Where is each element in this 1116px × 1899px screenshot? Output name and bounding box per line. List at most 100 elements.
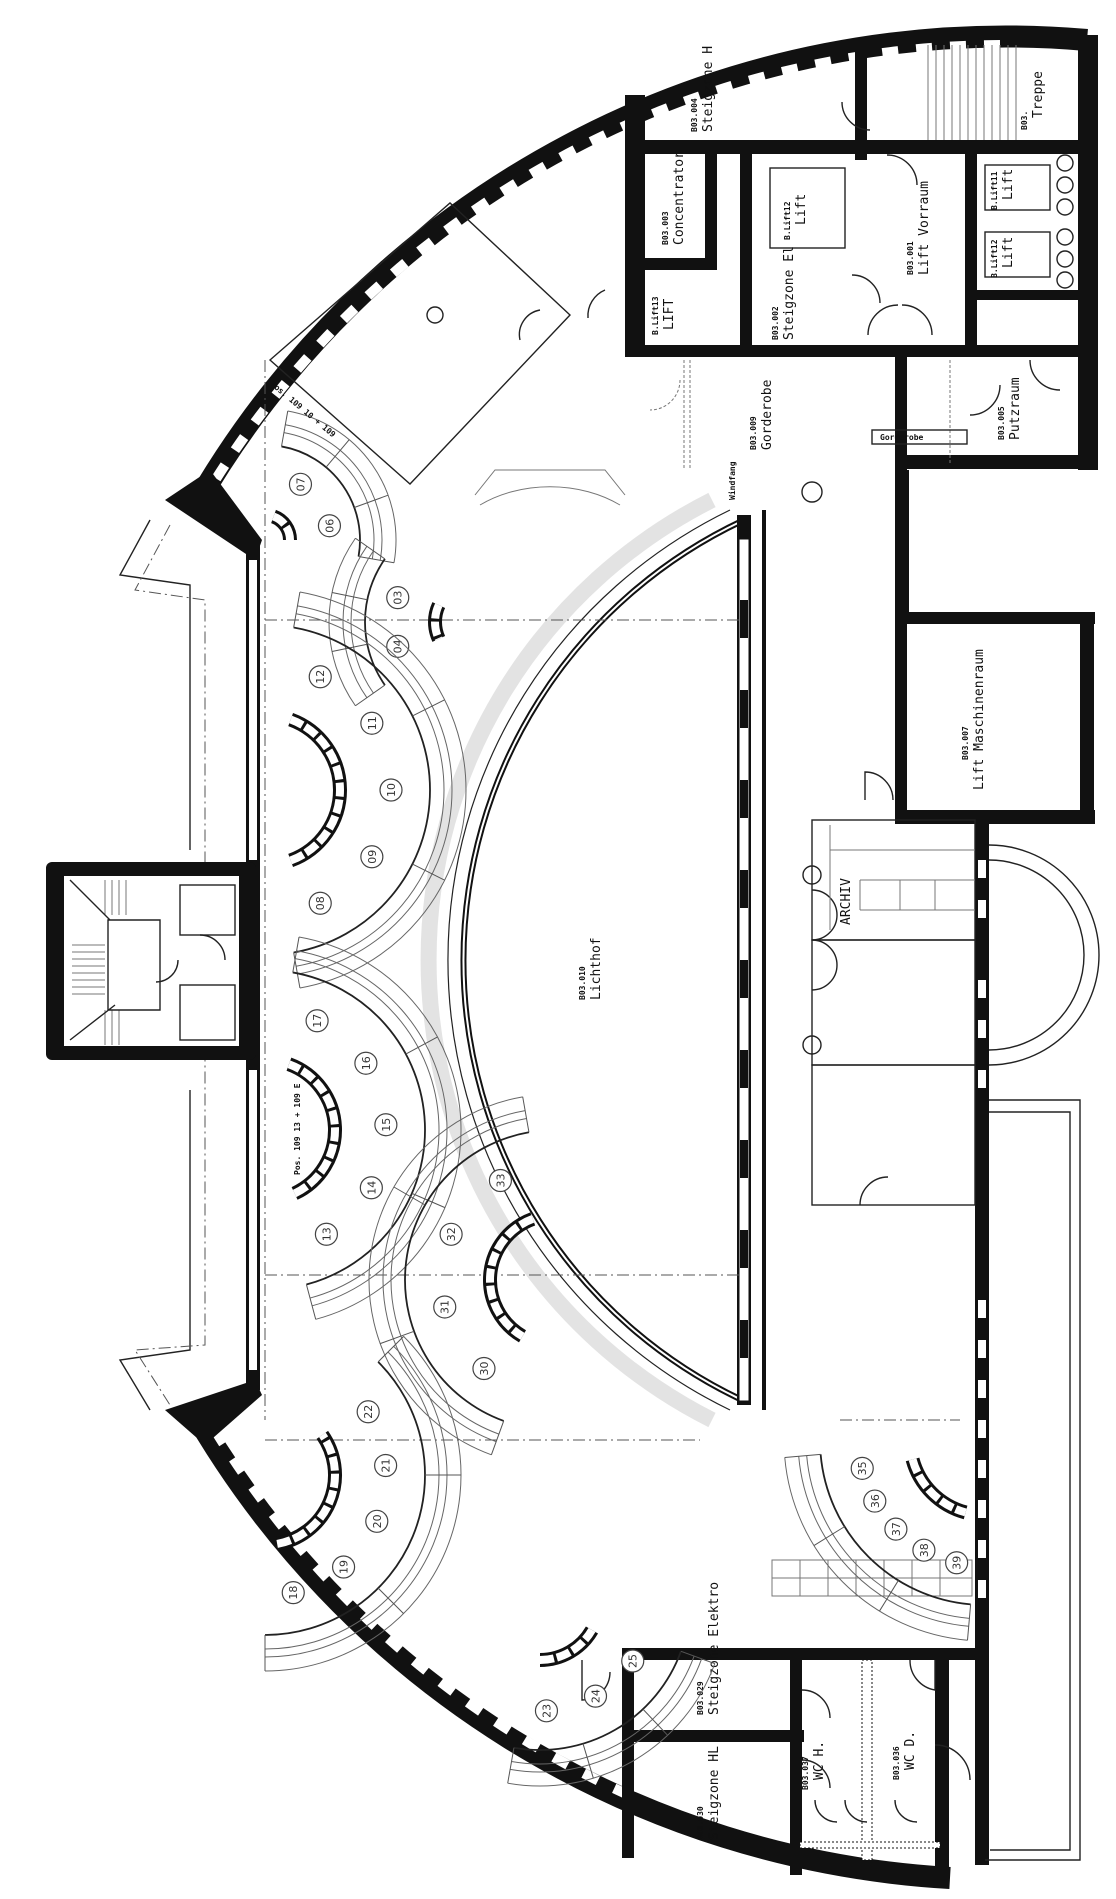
workstation-seat[interactable]: 14 — [359, 1176, 383, 1200]
workstation-seat[interactable]: 17 — [305, 1009, 329, 1033]
seat-circle — [850, 1456, 874, 1480]
desk-arc — [298, 936, 462, 1320]
seat-circle — [439, 1222, 463, 1246]
desk-divider — [405, 1036, 438, 1055]
seat-circle — [945, 1551, 969, 1575]
seat-circle — [534, 1699, 559, 1723]
seat-number: 22 — [362, 1405, 375, 1419]
sofa-row — [771, 1559, 973, 1597]
lift-12b-code: B.Lift12 — [989, 239, 999, 278]
windfang-label: Windfang — [727, 461, 737, 500]
workstation-seat[interactable]: 21 — [374, 1453, 398, 1478]
desk-divider — [412, 699, 445, 717]
seat-circle — [365, 1509, 389, 1533]
seat-circle — [472, 1356, 496, 1381]
cabinet-band-inner — [486, 1215, 535, 1340]
workstation-clusters: 06 07 03 04 08 09 10 11 12 13 14 15 16 17 33 32 31 30 18 19… — [264, 410, 972, 1787]
seat-number: 06 — [323, 519, 336, 533]
workstation-seat[interactable]: 03 — [386, 586, 410, 610]
desk-arc — [264, 1351, 440, 1650]
seat-number: 03 — [392, 591, 405, 605]
lift-12-label: Lift — [794, 194, 809, 225]
workstation-seat[interactable]: 39 — [945, 1551, 969, 1575]
steigzone-el-code: B03.002 — [771, 306, 780, 340]
workstation-seat[interactable]: 25 — [621, 1649, 645, 1673]
cabinet-band-inner — [908, 1458, 967, 1517]
seat-circle — [331, 1555, 356, 1579]
seat-circle — [308, 665, 332, 689]
seat-circle — [386, 634, 410, 658]
steigzone-el-label: Steigzone El — [782, 246, 797, 340]
maschinenraum-label: Lift Maschinenraum — [972, 649, 987, 790]
workstation-seat[interactable]: 18 — [281, 1581, 305, 1605]
cabinet-band-inner — [276, 1432, 339, 1548]
seat-circle — [356, 1400, 380, 1424]
desk-arc — [264, 1345, 448, 1658]
grid-axes — [264, 360, 960, 1441]
seat-circle — [488, 1168, 513, 1193]
workstation-seat[interactable]: 12 — [308, 665, 332, 689]
seat-number: 32 — [445, 1227, 458, 1241]
desk-divider — [293, 952, 301, 989]
workstation-seat[interactable]: 10 — [379, 778, 403, 802]
seat-number: 24 — [590, 1689, 603, 1703]
gorderobe-bench-label: Gorderobe — [880, 433, 924, 442]
desk-arc — [295, 613, 445, 967]
workstation-seat[interactable]: 06 — [317, 514, 342, 538]
workstation-seat[interactable]: 09 — [360, 845, 384, 869]
workstation-seat[interactable]: 32 — [439, 1222, 463, 1246]
workstation-seat[interactable]: 04 — [386, 634, 410, 658]
workstation-seat[interactable]: 31 — [433, 1295, 457, 1319]
seat-number: 37 — [890, 1522, 903, 1536]
desk-divider — [281, 410, 289, 447]
seat-circle — [386, 586, 410, 610]
seat-number: 16 — [360, 1056, 373, 1070]
steigzone-hl-label: Steigzone HL — [707, 1746, 722, 1840]
seat-number: 38 — [918, 1543, 931, 1557]
desk-arc — [350, 550, 374, 694]
workstation-seat[interactable]: 08 — [308, 891, 332, 915]
seat-number: 15 — [380, 1118, 393, 1132]
workstation-seat[interactable]: 23 — [534, 1699, 559, 1723]
seat-number: 21 — [380, 1459, 393, 1473]
seat-number: 11 — [366, 716, 379, 730]
desk-divider — [377, 1587, 404, 1614]
workstation-seat[interactable]: 33 — [488, 1168, 513, 1193]
seat-circle — [288, 472, 313, 496]
seat-circle — [884, 1517, 908, 1541]
workstation-cluster: 33 32 31 30 — [368, 1096, 536, 1456]
lichthof-label: Lichthof — [589, 937, 604, 1000]
workstation-seat[interactable]: 11 — [360, 711, 384, 735]
workstation-seat[interactable]: 35 — [850, 1456, 874, 1480]
workstation-seat[interactable]: 38 — [912, 1538, 936, 1562]
desk-divider — [642, 1708, 669, 1736]
seat-number: 31 — [439, 1300, 452, 1314]
seat-circle — [379, 778, 403, 802]
lichthof-code: B03.010 — [578, 966, 587, 1000]
seat-number: 07 — [294, 477, 307, 491]
seat-number: 17 — [311, 1014, 324, 1028]
workstation-seat[interactable]: 30 — [472, 1356, 496, 1381]
cabinet-band — [905, 1457, 968, 1520]
workstation-seat[interactable]: 36 — [863, 1489, 887, 1513]
cabinet-band — [288, 712, 347, 868]
workstation-seat[interactable]: 37 — [884, 1517, 908, 1541]
desk-divider — [325, 439, 350, 468]
workstation-seat[interactable]: 07 — [288, 472, 313, 496]
workstation-seat[interactable]: 16 — [354, 1051, 378, 1075]
stair-tower — [46, 862, 256, 1060]
workstation-seat[interactable]: 22 — [356, 1400, 380, 1424]
lift-vorraum-label: Lift Vorraum — [917, 181, 932, 275]
core-bottom-right: B03.029 Steigzone Elektro B03.030 Steigz… — [581, 1582, 980, 1875]
lift-13-label: LIFT — [662, 299, 677, 330]
desk-arc — [819, 1454, 971, 1606]
workstation-seat[interactable]: 20 — [365, 1509, 389, 1533]
lift-12-code: B.Lift12 — [782, 201, 792, 240]
seat-number: 33 — [494, 1173, 507, 1187]
workstation-seat[interactable]: 13 — [314, 1222, 339, 1246]
workstation-seat[interactable]: 15 — [374, 1113, 398, 1137]
desk-arc — [285, 424, 383, 561]
workstation-seat[interactable]: 19 — [331, 1555, 356, 1579]
desk-arc — [404, 1131, 530, 1422]
workstation-seat[interactable]: 24 — [583, 1684, 608, 1708]
